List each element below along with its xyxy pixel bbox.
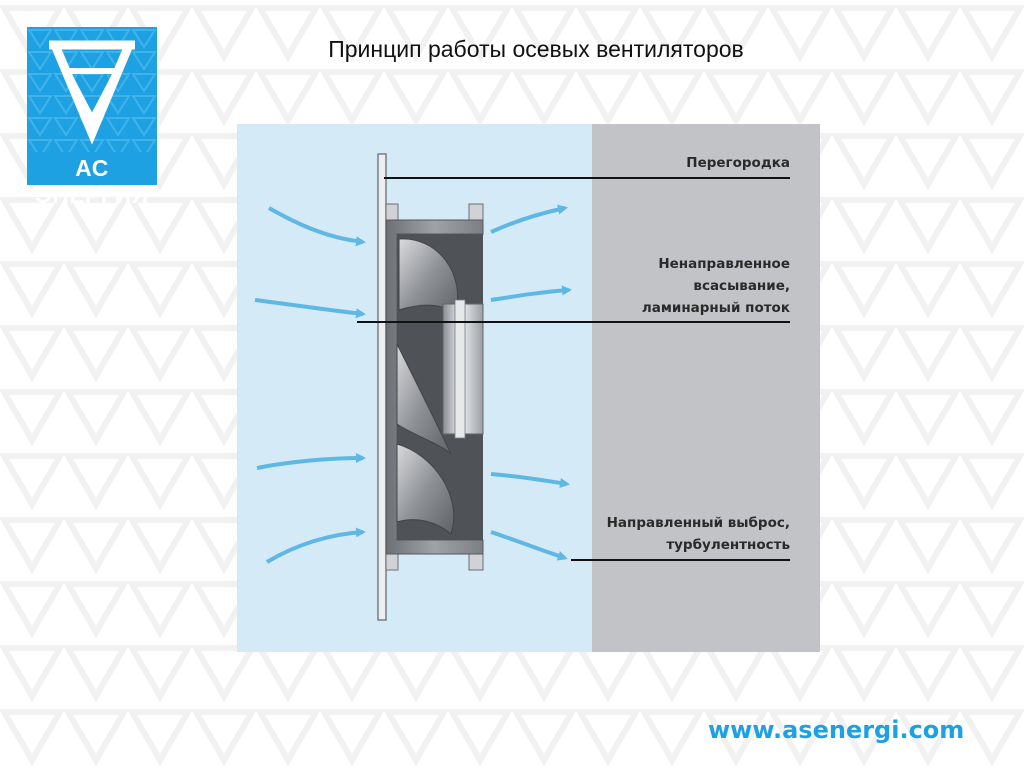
- intake-arrows: [254, 206, 366, 564]
- exhaust-arrows: [490, 204, 572, 561]
- company-logo: АС ЭНЕРГИЯ: [27, 27, 157, 208]
- triangle-v-logo-icon: [27, 27, 157, 152]
- logo-text: АС ЭНЕРГИЯ: [35, 155, 149, 208]
- fan-diagram-graphic: [237, 124, 820, 652]
- partition-wall: [377, 153, 387, 621]
- page-title: Принцип работы осевых вентиляторов: [328, 36, 744, 62]
- fan-hub: [442, 299, 484, 439]
- partition-label: Перегородка: [686, 155, 790, 171]
- leader-lines: [357, 177, 790, 561]
- fan-blade-bottom: [396, 443, 455, 535]
- discharge-label: Направленный выброс, турбулентность: [606, 515, 790, 553]
- suction-label: Ненаправленное всасывание, ламинарный по…: [641, 256, 790, 316]
- fan-blade-middle: [396, 343, 452, 455]
- website-link[interactable]: www.asenergi.com: [708, 716, 965, 744]
- exhaust-zone: [592, 124, 820, 652]
- fan-diagram: Перегородка Ненаправленное всасывание, л…: [237, 124, 820, 652]
